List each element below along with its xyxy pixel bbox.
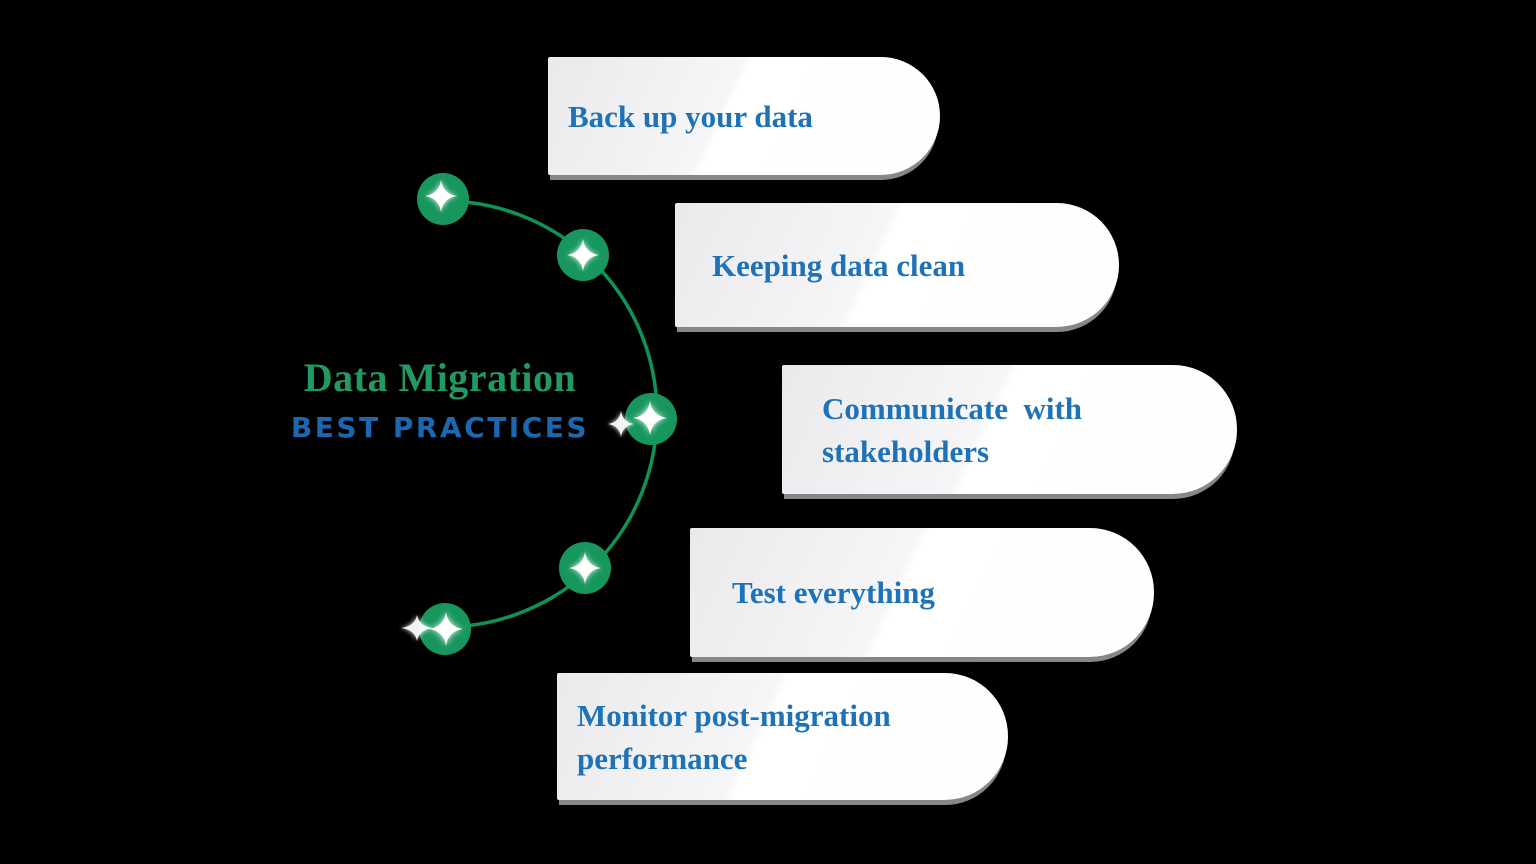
diagram-subtitle: BEST PRACTICES bbox=[290, 411, 590, 444]
practice-card-clean-data: Keeping data clean bbox=[675, 203, 1119, 327]
diagram-title: Data Migration bbox=[303, 355, 577, 400]
arc-node-5 bbox=[419, 603, 471, 655]
practice-card-backup: Back up your data bbox=[548, 57, 940, 175]
sparkle-icon bbox=[401, 615, 433, 641]
card-label-line1: Test everything bbox=[732, 575, 935, 610]
card-label-line1: Keeping data clean bbox=[712, 247, 966, 283]
card-label-line1: Communicate with bbox=[822, 390, 1083, 426]
title-block: Data Migration BEST PRACTICES bbox=[230, 356, 650, 444]
arc-node-2 bbox=[557, 229, 609, 281]
practice-card-test: Test everything bbox=[690, 528, 1154, 657]
practice-card-communicate: Communicate with stakeholders bbox=[782, 365, 1237, 494]
card-label-line1: Monitor post-migration bbox=[577, 697, 891, 733]
sparkle-icon bbox=[425, 180, 457, 212]
arc-node-1 bbox=[417, 173, 469, 225]
sparkle-icon bbox=[569, 552, 601, 584]
card-label-line1: Back up your data bbox=[568, 98, 813, 134]
card-label-line2: performance bbox=[577, 740, 748, 776]
practice-card-monitor: Monitor post-migration performance bbox=[557, 673, 1008, 800]
arc-node-4 bbox=[559, 542, 611, 594]
sparkle-icon bbox=[429, 612, 463, 646]
sparkle-icon bbox=[567, 239, 599, 271]
card-label-line2: stakeholders bbox=[822, 433, 990, 469]
